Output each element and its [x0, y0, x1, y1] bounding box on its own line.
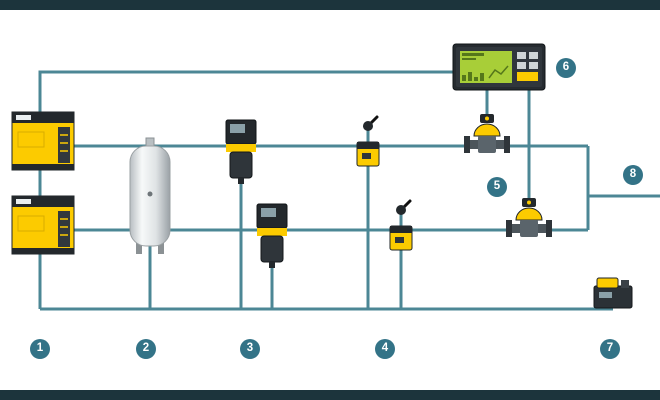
badge-number: 6: [562, 61, 570, 74]
filter-yellow-band: [257, 228, 287, 236]
controller-button: [517, 52, 526, 59]
compressor-top-panel: [12, 196, 74, 207]
valve-flange: [504, 136, 510, 153]
compressor-2: [11, 195, 75, 255]
compressor-1: [11, 111, 75, 171]
top-border-band: [0, 0, 660, 10]
compressor-base: [12, 164, 74, 170]
legend-badge-5: 5: [487, 177, 507, 197]
compressor-vent-grille: [58, 211, 70, 247]
compressor-base: [12, 248, 74, 254]
master-controller: [452, 43, 546, 91]
badge-number: 1: [36, 342, 44, 355]
compressor-vent-grille: [58, 127, 70, 163]
compressor-top-panel: [12, 112, 74, 123]
drain-display: [362, 153, 371, 159]
ball-valve: [363, 121, 373, 131]
legend-badge-7: 7: [600, 339, 620, 359]
legend-badge-2: 2: [136, 339, 156, 359]
condensate-drain-1: [356, 115, 380, 167]
legend-badge-3: 3: [240, 339, 260, 359]
valve-flange: [506, 220, 512, 237]
controller-enter-button: [517, 72, 538, 81]
filter-yellow-band: [226, 144, 256, 152]
pipe-control-line: [38, 70, 456, 112]
valve-actuator-dome: [473, 123, 501, 137]
badge-number: 3: [246, 342, 254, 355]
badge-number: 2: [142, 342, 150, 355]
air-filter-2: [256, 203, 288, 268]
badge-number: 4: [381, 342, 389, 355]
filter-drain-stub: [269, 262, 275, 268]
drain-display: [395, 237, 404, 243]
badge-number: 7: [606, 342, 614, 355]
badge-number: 5: [493, 180, 501, 193]
air-receiver-tank: [129, 137, 171, 254]
treatment-label: [599, 292, 612, 298]
condensate-drain-2: [389, 199, 413, 251]
valve-center-body: [520, 220, 538, 237]
actuated-valve-2: [506, 198, 552, 237]
bottom-border-band: [0, 390, 660, 400]
ball-valve: [396, 205, 406, 215]
legend-badge-6: 6: [556, 58, 576, 78]
valve-actuator-dome: [515, 207, 543, 221]
controller-button: [517, 62, 526, 69]
compressor-brand-label: [16, 199, 31, 204]
treatment-inlet: [621, 280, 629, 288]
air-filter-1: [225, 119, 257, 184]
legend-badge-8: 8: [623, 165, 643, 185]
tank-leg: [158, 238, 164, 254]
filter-display: [261, 208, 276, 217]
filter-bowl: [229, 151, 253, 179]
tank-inspection-port: [147, 191, 153, 197]
valve-center-body: [478, 136, 496, 153]
condensate-treatment-unit: [593, 277, 633, 309]
filter-display: [230, 124, 245, 133]
controller-button: [529, 52, 538, 59]
drain-top-strip: [390, 226, 412, 233]
legend-badge-4: 4: [375, 339, 395, 359]
legend-badge-1: 1: [30, 339, 50, 359]
controller-button: [529, 62, 538, 69]
compressor-brand-label: [16, 115, 31, 120]
filter-bowl: [260, 235, 284, 263]
badge-number: 8: [629, 168, 637, 181]
filter-drain-stub: [238, 178, 244, 184]
tank-leg: [136, 238, 142, 254]
valve-flange: [546, 220, 552, 237]
drain-top-strip: [357, 142, 379, 149]
actuated-valve-1: [464, 114, 510, 153]
valve-flange: [464, 136, 470, 153]
treatment-lid: [596, 277, 619, 289]
